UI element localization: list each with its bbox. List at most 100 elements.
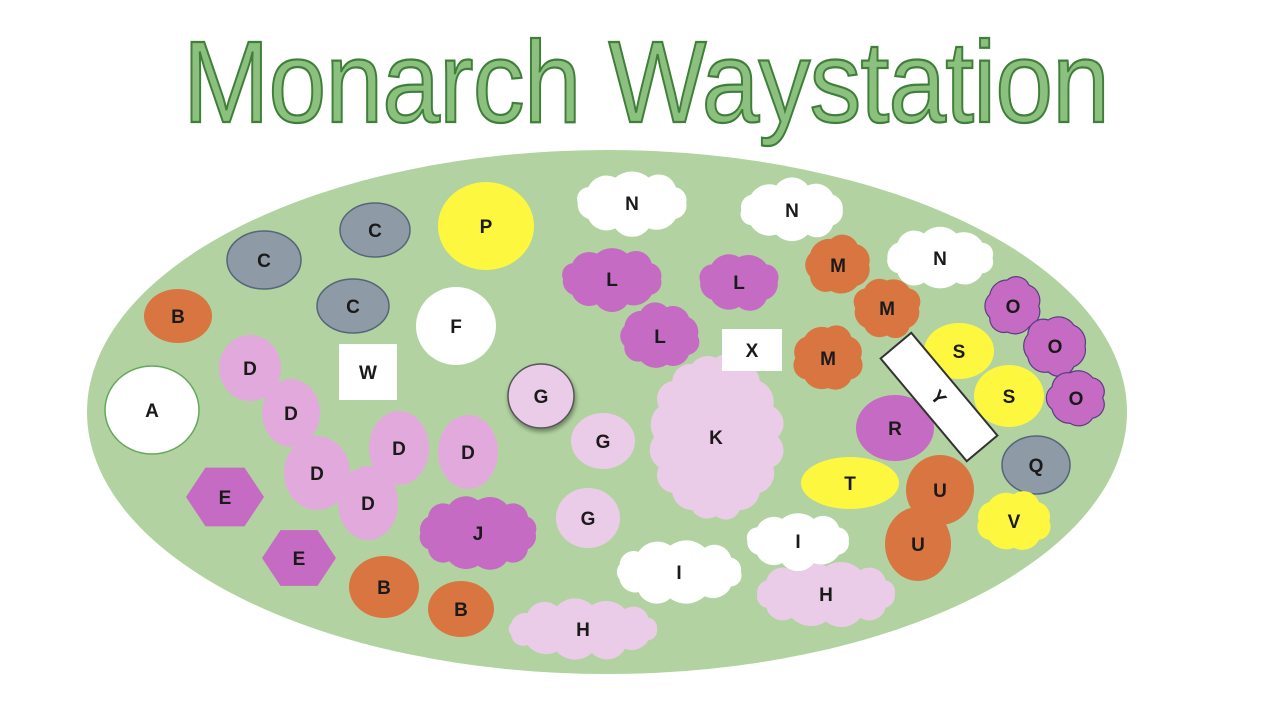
- plant-label: W: [359, 363, 377, 384]
- plant-d-10: D: [369, 411, 429, 485]
- plant-circle-shape: [438, 182, 534, 270]
- plant-c-5: C: [339, 202, 411, 258]
- plant-b-2: B: [349, 556, 419, 618]
- plant-e-14: E: [262, 530, 336, 586]
- plant-cloud-shape: [746, 513, 849, 572]
- plant-label: U: [911, 535, 925, 556]
- plant-circle-shape: [974, 365, 1044, 427]
- plant-circle-shape: [801, 457, 899, 509]
- plant-circle-shape: [438, 415, 498, 489]
- plant-cloud-shape: [419, 496, 537, 570]
- plant-label: N: [785, 201, 799, 222]
- plant-cloud-shape: [793, 325, 863, 390]
- plant-label: G: [534, 387, 549, 408]
- plant-cloud-shape: [984, 276, 1041, 335]
- plant-label: T: [844, 474, 856, 495]
- plant-label: C: [346, 297, 360, 318]
- plant-label: M: [830, 256, 846, 277]
- plant-circle-shape: [507, 363, 575, 429]
- plant-label: D: [361, 494, 375, 515]
- plant-label: D: [243, 359, 257, 380]
- plant-e-13: E: [186, 467, 264, 527]
- plant-circle-shape: [369, 411, 429, 485]
- plant-v-45: V: [977, 491, 1051, 550]
- plant-b-1: B: [144, 289, 212, 343]
- plant-circle-shape: [349, 556, 419, 618]
- plant-circle-shape: [316, 278, 390, 334]
- plant-square-shape: [722, 329, 782, 371]
- plant-label: D: [461, 443, 475, 464]
- plant-l-25: L: [562, 248, 662, 313]
- plant-label: O: [1069, 389, 1084, 410]
- plant-circle-shape: [262, 379, 320, 447]
- plant-b-3: B: [428, 581, 494, 637]
- plant-h-20: H: [756, 560, 896, 628]
- plant-label: G: [581, 509, 596, 530]
- plant-g-16: G: [507, 363, 575, 429]
- plant-label: L: [654, 327, 666, 348]
- plant-cloud-shape: [977, 491, 1051, 550]
- plant-m-30: M: [793, 325, 863, 390]
- plant-circle-shape: [571, 413, 635, 469]
- plant-h-19: H: [508, 598, 658, 660]
- plant-o-36: O: [1045, 370, 1105, 427]
- plant-label: V: [1008, 512, 1021, 533]
- plant-label: D: [392, 439, 406, 460]
- plant-label: J: [473, 524, 484, 545]
- plant-cloud-shape: [853, 278, 921, 339]
- plant-d-8: D: [262, 379, 320, 447]
- plant-g-17: G: [571, 413, 635, 469]
- plant-circle-shape: [144, 289, 212, 343]
- plant-label: S: [1003, 387, 1016, 408]
- plant-d-12: D: [338, 466, 398, 540]
- page-title: Monarch Waystation: [183, 17, 1109, 147]
- plant-w-46: W: [339, 344, 397, 400]
- plant-label: I: [676, 563, 681, 584]
- plant-k-24: K: [649, 354, 784, 520]
- plant-q-38: Q: [1001, 435, 1071, 495]
- plant-circle-shape: [924, 323, 994, 379]
- plant-circle-shape: [226, 230, 302, 290]
- plant-t-42: T: [801, 457, 899, 509]
- plant-label: B: [454, 600, 468, 621]
- plant-label: P: [480, 217, 493, 238]
- plant-circle-shape: [104, 365, 200, 455]
- plant-label: K: [709, 428, 723, 449]
- plant-circle-shape: [219, 335, 281, 401]
- plant-y-48: Y: [879, 331, 999, 463]
- plant-label: U: [933, 481, 947, 502]
- plant-n-32: N: [740, 177, 843, 242]
- plant-label: N: [933, 249, 947, 270]
- plant-label: S: [953, 342, 966, 363]
- plant-c-6: C: [316, 278, 390, 334]
- plant-cloud-shape: [805, 234, 870, 294]
- plant-n-31: N: [577, 171, 687, 237]
- plant-label: Q: [1029, 456, 1044, 477]
- plant-label: H: [576, 620, 590, 641]
- plant-u-44: U: [885, 507, 951, 581]
- plant-label: X: [746, 341, 759, 362]
- plant-x-47: X: [722, 329, 782, 371]
- plant-s-40: S: [924, 323, 994, 379]
- plant-s-41: S: [974, 365, 1044, 427]
- plant-circle-shape: [416, 287, 496, 365]
- plant-cloud-shape: [616, 540, 742, 604]
- plant-hexagon-shape: [262, 530, 336, 586]
- plant-circle-shape: [856, 395, 934, 461]
- plant-circle-shape: [1001, 435, 1071, 495]
- plant-circle-shape: [338, 466, 398, 540]
- plant-r-39: R: [856, 395, 934, 461]
- plant-label: R: [888, 419, 902, 440]
- plant-label: B: [377, 578, 391, 599]
- plant-label: L: [733, 273, 745, 294]
- plant-g-18: G: [556, 488, 620, 548]
- plant-c-4: C: [226, 230, 302, 290]
- plant-cloud-shape: [740, 177, 843, 242]
- plant-label: F: [450, 317, 462, 338]
- plant-j-23: J: [419, 496, 537, 570]
- plant-label: M: [879, 299, 895, 320]
- plant-circle-shape: [556, 488, 620, 548]
- plant-label: A: [145, 401, 159, 422]
